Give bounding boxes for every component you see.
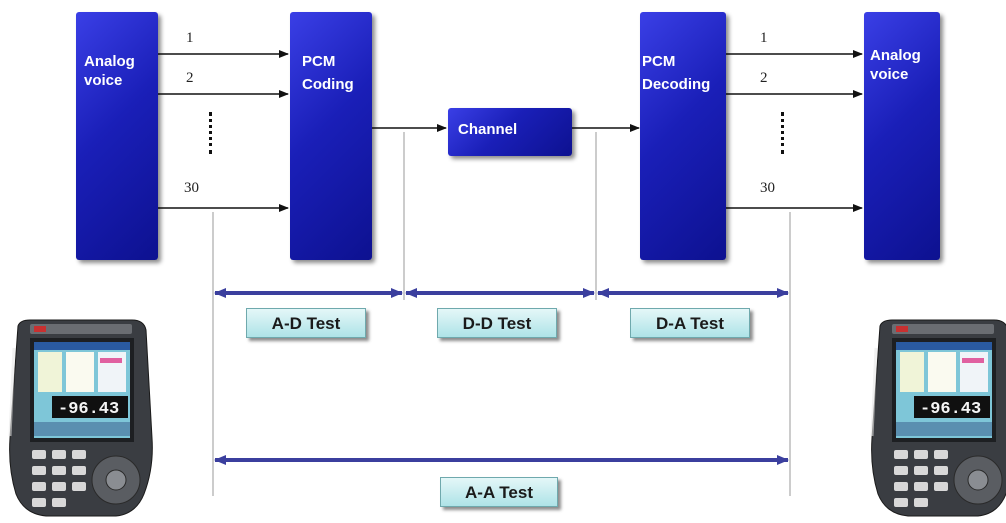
pcm-decoding-line-2: Decoding [642, 76, 711, 93]
pcm-decoding-block: PCM Decoding [640, 12, 726, 260]
pcm-coding-block: PCM Coding [290, 12, 372, 260]
left-label-2: 2 [186, 70, 194, 86]
device-right-readout: -96.43 [920, 400, 981, 419]
handheld-tester-icon: -96.43 [870, 319, 1006, 517]
analog-voice-output-block: Analog voice [864, 12, 940, 260]
right-label-1: 1 [760, 30, 768, 46]
test-device-left: -96.43 [8, 318, 154, 518]
right-label-2: 2 [760, 70, 768, 86]
handheld-tester-icon: -96.43 [8, 319, 153, 517]
analog-in-line-2: voice [84, 72, 123, 89]
channel-label: Channel [458, 121, 518, 138]
pcm-decoding-line-1: PCM [642, 53, 676, 70]
left-label-1: 1 [186, 30, 194, 46]
right-label-30: 30 [760, 180, 775, 196]
da-test-label: D-A Test [630, 308, 750, 338]
analog-voice-input-block: Analog voice [76, 12, 158, 260]
device-left-readout: -96.43 [58, 400, 119, 419]
right-ellipsis-dots [781, 112, 784, 154]
ad-test-label: A-D Test [246, 308, 366, 338]
test-device-right: -96.43 [870, 318, 1006, 518]
analog-in-line-1: Analog [84, 53, 135, 70]
pcm-coding-line-1: PCM [302, 53, 336, 70]
left-ellipsis-dots [209, 112, 212, 154]
pcm-coding-line-2: Coding [302, 76, 354, 93]
aa-test-label: A-A Test [440, 477, 558, 507]
analog-out-line-1: Analog [870, 47, 921, 64]
analog-out-line-2: voice [870, 66, 909, 83]
dd-test-label: D-D Test [437, 308, 557, 338]
left-label-30: 30 [184, 180, 199, 196]
channel-block: Channel [448, 108, 572, 156]
